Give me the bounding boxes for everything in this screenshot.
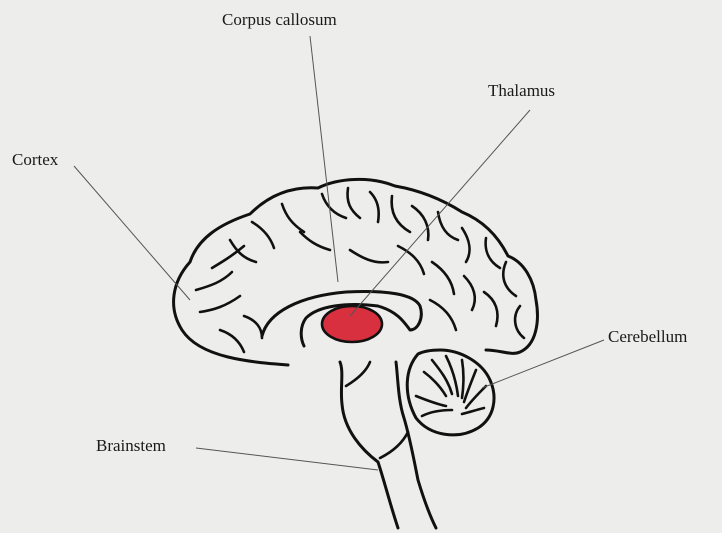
brainstem-outline [340,362,398,528]
label-thalamus: Thalamus [488,82,555,99]
leader-cortex [74,166,190,300]
label-cerebellum: Cerebellum [608,328,687,345]
pons-curve [380,432,408,458]
brainstem-outline-right [396,362,436,528]
thalamus-shape [322,306,382,342]
leader-brainstem [196,448,378,470]
label-brainstem: Brainstem [96,437,166,454]
leader-cerebellum [482,340,604,388]
cerebellum-folds [416,356,486,416]
leader-thalamus [350,110,530,316]
label-cortex: Cortex [12,151,58,168]
midbrain-curve [346,362,370,386]
leader-corpus-callosum [310,36,338,282]
label-corpus-callosum: Corpus callosum [222,11,337,28]
